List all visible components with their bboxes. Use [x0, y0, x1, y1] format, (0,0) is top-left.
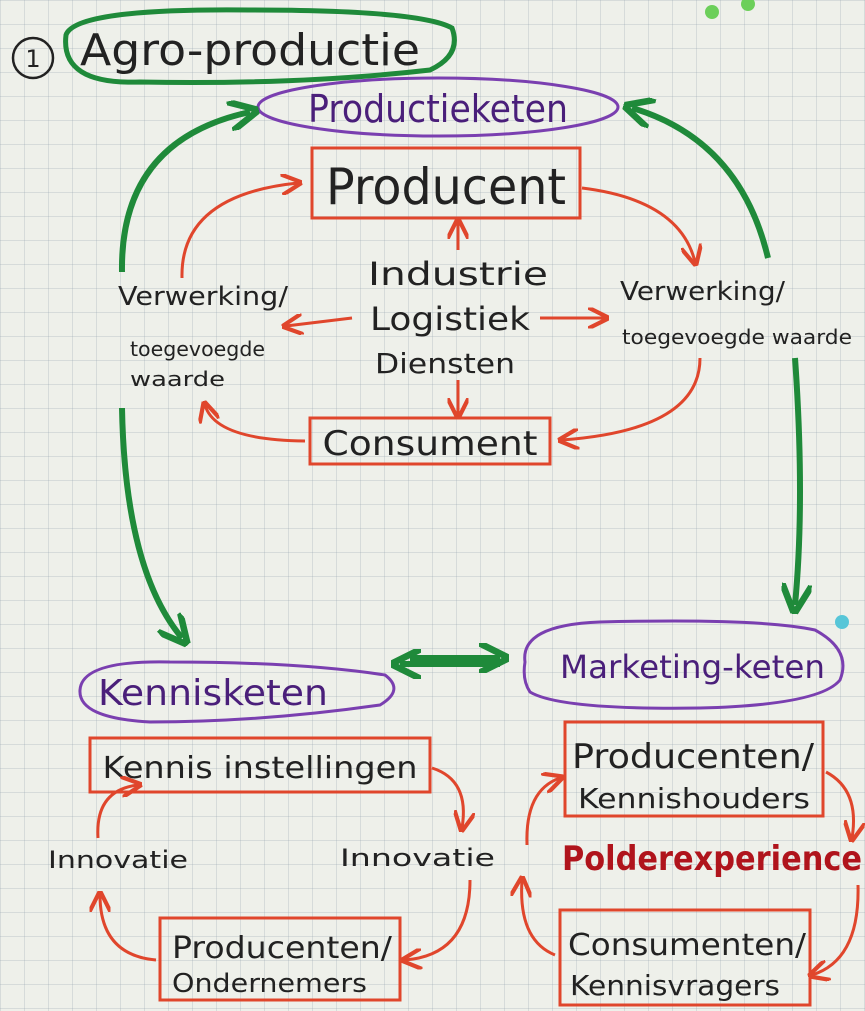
consumer-box [308, 416, 552, 466]
consumer-label: Consument [323, 424, 538, 464]
production-cycle-arrows [180, 183, 702, 443]
marketing-chain-title: Marketing-keten [560, 648, 825, 686]
arrow-left-to-production [118, 112, 250, 273]
arrow-producers-to-innovation [100, 895, 157, 962]
arrow-institutions-to-innovation [431, 766, 463, 828]
marketing-consumers-line-2: Kennisvragers [570, 969, 780, 1002]
marketing-producers-line-1: Producenten/ [572, 737, 815, 777]
innovation-left-label: Innovatie [48, 846, 188, 874]
marketing-consumers-line-1: Consumenten/ [568, 928, 807, 963]
arrow-innovation-to-producers [405, 879, 472, 960]
institutions-box [88, 736, 432, 794]
arrow-consumer-to-left [205, 405, 306, 443]
arrow-experience-to-producers [525, 778, 560, 846]
center-line-services: Diensten [375, 347, 515, 380]
left-processing-line-3: waarde [130, 367, 225, 391]
marketing-chain-outline [522, 619, 845, 710]
blue-dot-decoration [835, 615, 849, 629]
arrow-right-to-marketing [795, 357, 800, 605]
knowledge-producers-box [158, 916, 402, 1002]
innovation-right-label: Innovatie [340, 844, 495, 872]
marketing-consumers-box [558, 908, 812, 1007]
title-outline [63, 7, 457, 85]
left-processing-line-1: Verwerking/ [118, 282, 288, 312]
producer-box [310, 146, 582, 220]
arrow-consumers-to-experience [522, 880, 556, 957]
arrow-left-to-knowledge [119, 407, 182, 638]
arrow-innovation-to-institutions [96, 785, 138, 839]
marketing-cycle-arrows [522, 770, 860, 975]
marketing-producers-line-2: Kennishouders [578, 782, 810, 815]
arrow-right-to-production [632, 108, 771, 259]
right-processing-line-2: toegevoegde waarde [622, 325, 852, 349]
institutions-label: Kennis instellingen [103, 751, 418, 786]
knowledge-producers-line-1: Producenten/ [172, 931, 393, 966]
green-dot-decoration [741, 0, 755, 11]
green-dot-decoration [705, 5, 719, 19]
arrow-right-to-consumer [562, 357, 702, 440]
green-link-arrows [118, 108, 800, 664]
production-chain-title: Productieketen [308, 87, 568, 131]
right-processing-line-1: Verwerking/ [620, 277, 785, 307]
arrow-center-to-left [286, 318, 353, 326]
arrow-producers-to-experience [825, 770, 854, 838]
title-number-circle [11, 36, 55, 80]
arrow-experience-to-consumers [812, 884, 860, 975]
arrow-producer-to-right [581, 186, 695, 262]
title-number: 1 [25, 45, 40, 73]
knowledge-producers-line-2: Ondernemers [172, 969, 367, 999]
center-line-industry: Industrie [368, 255, 548, 293]
arrow-left-to-producer [180, 183, 298, 279]
knowledge-chain-title: Kennisketen [98, 673, 328, 714]
producer-label: Producent [326, 158, 566, 216]
knowledge-cycle-arrows [96, 766, 472, 962]
polderexperience-label: Polderexperience [562, 839, 862, 879]
page-title: Agro-productie [80, 25, 420, 76]
marketing-producers-box [563, 720, 825, 818]
left-processing-line-2: toegevoegde [130, 337, 265, 361]
knowledge-chain-outline [78, 660, 396, 724]
center-line-logistics: Logistiek [370, 300, 531, 338]
